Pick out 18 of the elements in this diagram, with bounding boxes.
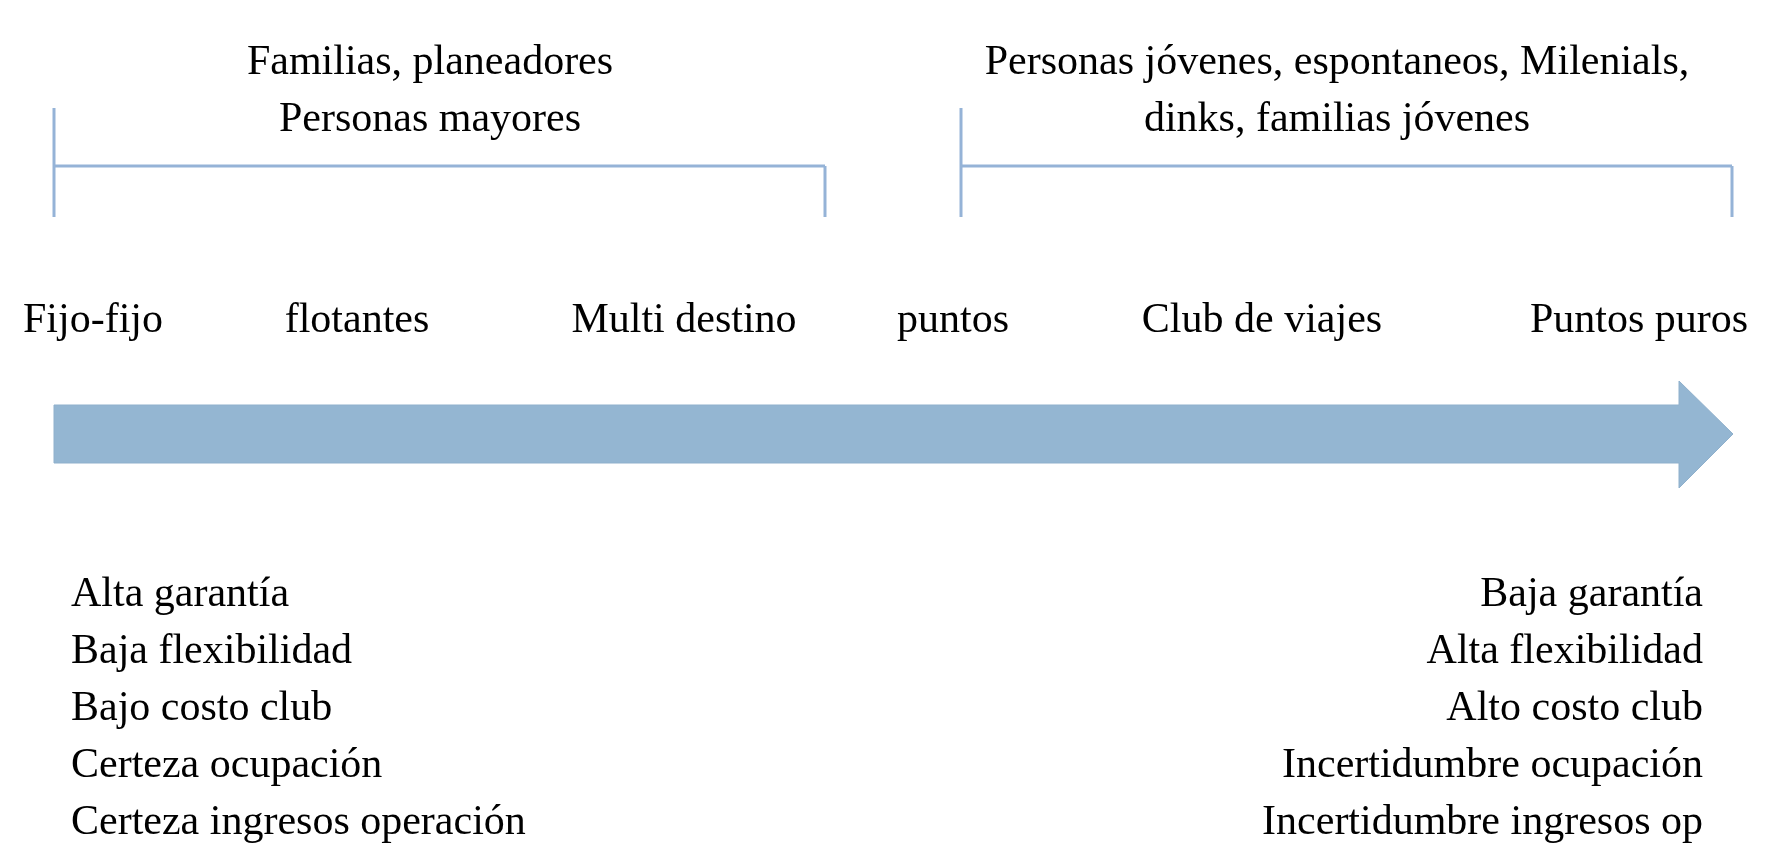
attribute-label: Incertidumbre ocupación [1282, 738, 1703, 788]
category-label: Club de viajes [1141, 293, 1383, 343]
audience-label: Familias, planeadores Personas mayores [245, 36, 615, 142]
attribute-label: Alta garantía [71, 567, 290, 617]
attribute-label: Certeza ingresos operación [71, 795, 526, 845]
category-label: puntos [897, 293, 1009, 343]
audience-label: Personas jóvenes, espontaneos, Milenials, dinks, familias jóvenes [983, 36, 1691, 142]
category-label: Puntos puros [1529, 293, 1749, 343]
category-label: Multi destino [571, 293, 797, 343]
attribute-label: Alta flexibilidad [1426, 624, 1703, 674]
attribute-label: Incertidumbre ingresos op [1262, 795, 1703, 845]
category-label: Fijo-fijo [23, 293, 163, 343]
attribute-label: Alto costo club [1446, 681, 1703, 731]
attribute-label: Certeza ocupación [71, 738, 383, 788]
attribute-label: Baja flexibilidad [71, 624, 353, 674]
attribute-label: Baja garantía [1480, 567, 1703, 617]
attribute-label: Bajo costo club [71, 681, 333, 731]
category-label: flotantes [284, 293, 430, 343]
